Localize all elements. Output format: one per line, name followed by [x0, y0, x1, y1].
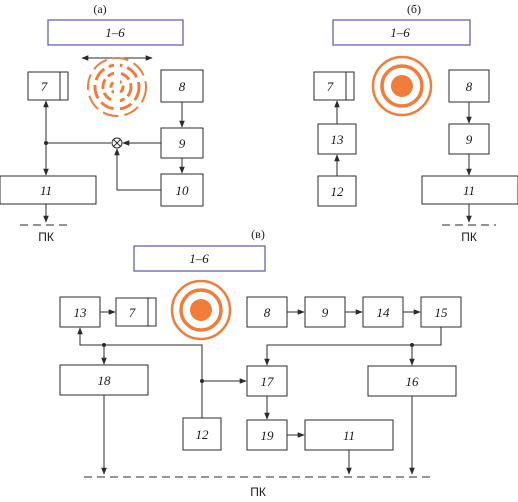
panel-a-label-8: 8	[179, 79, 186, 94]
panel-c-label-13: 13	[74, 305, 88, 320]
panel-a-summing-junction-icon	[111, 137, 123, 149]
panel-b-block-7	[313, 71, 355, 101]
panel-c-block-18	[59, 364, 149, 396]
panel-c-label-12: 12	[196, 427, 210, 442]
panel-a-block-7	[27, 71, 69, 101]
panel-c-label-8: 8	[264, 305, 271, 320]
panel-a-output: ПК	[38, 230, 54, 244]
panel-c-block-14	[362, 296, 404, 328]
panel-a-label-11: 11	[40, 183, 52, 198]
panel-b-source-box	[332, 19, 471, 46]
panel-b-output: ПК	[461, 230, 477, 244]
panel-b-label-12: 12	[331, 184, 345, 199]
panel-a-label-7: 7	[41, 79, 48, 94]
panel-a-block-11	[0, 175, 97, 205]
panel-a: (а) 1–6 7 8 9 10 11	[0, 2, 204, 244]
panel-c-block-7	[115, 297, 157, 327]
panel-a-block-9	[160, 127, 204, 159]
panel-b-label-9: 9	[466, 132, 473, 147]
panel-c-source-label: 1–6	[189, 251, 209, 266]
panel-c-block-15	[420, 296, 462, 328]
panel-c-block-17	[246, 365, 288, 397]
panel-b-source-label: 1–6	[390, 25, 410, 40]
panel-b-block-8	[448, 69, 490, 103]
panel-b-label-8: 8	[466, 79, 473, 94]
panel-b-block-11	[421, 175, 518, 205]
panel-c-tag: (в)	[251, 227, 265, 241]
panel-b: (б) 1–6 7 13 12 8 9 11 ПК	[313, 2, 518, 244]
panel-a-tag: (а)	[93, 2, 106, 16]
panel-c-block-12	[182, 417, 222, 451]
panel-c-label-14: 14	[377, 305, 391, 320]
panel-b-block-9	[448, 123, 490, 155]
panel-c-label-15: 15	[435, 305, 449, 320]
panel-b-block-13	[317, 123, 357, 155]
panel-c-label-17: 17	[261, 374, 275, 389]
panel-a-label-10: 10	[176, 183, 190, 198]
panel-c-output: ПК	[250, 485, 266, 499]
panel-b-label-13: 13	[331, 132, 345, 147]
panel-a-source-label: 1–6	[105, 25, 125, 40]
panel-c-target-icon	[170, 279, 232, 341]
panel-a-block-8	[160, 69, 204, 103]
panel-c-label-11: 11	[343, 428, 355, 443]
panel-b-target-icon	[371, 55, 433, 117]
panel-b-tag: (б)	[407, 2, 421, 16]
panel-c-label-16: 16	[406, 374, 420, 389]
panel-c-label-18: 18	[98, 373, 112, 388]
panel-c-block-13	[59, 296, 101, 328]
panel-c-block-19	[246, 419, 288, 451]
panel-c-block-9	[304, 296, 346, 328]
panel-c-block-16	[367, 365, 457, 397]
panel-c: (в) 1–6 13 7 8 9 14 15 18 17 16 12 19	[59, 227, 462, 499]
panel-c-block-11	[304, 419, 394, 451]
panel-a-scan-pattern	[81, 55, 153, 117]
panel-a-label-9: 9	[179, 136, 186, 151]
panel-b-block-12	[317, 175, 357, 207]
panel-c-label-7: 7	[129, 305, 136, 320]
panel-a-source-box	[47, 19, 184, 46]
panel-b-label-11: 11	[463, 183, 475, 198]
panel-c-label-19: 19	[261, 428, 275, 443]
panel-c-label-9: 9	[322, 305, 329, 320]
panel-b-label-7: 7	[327, 79, 334, 94]
panel-c-source-box	[133, 245, 266, 272]
